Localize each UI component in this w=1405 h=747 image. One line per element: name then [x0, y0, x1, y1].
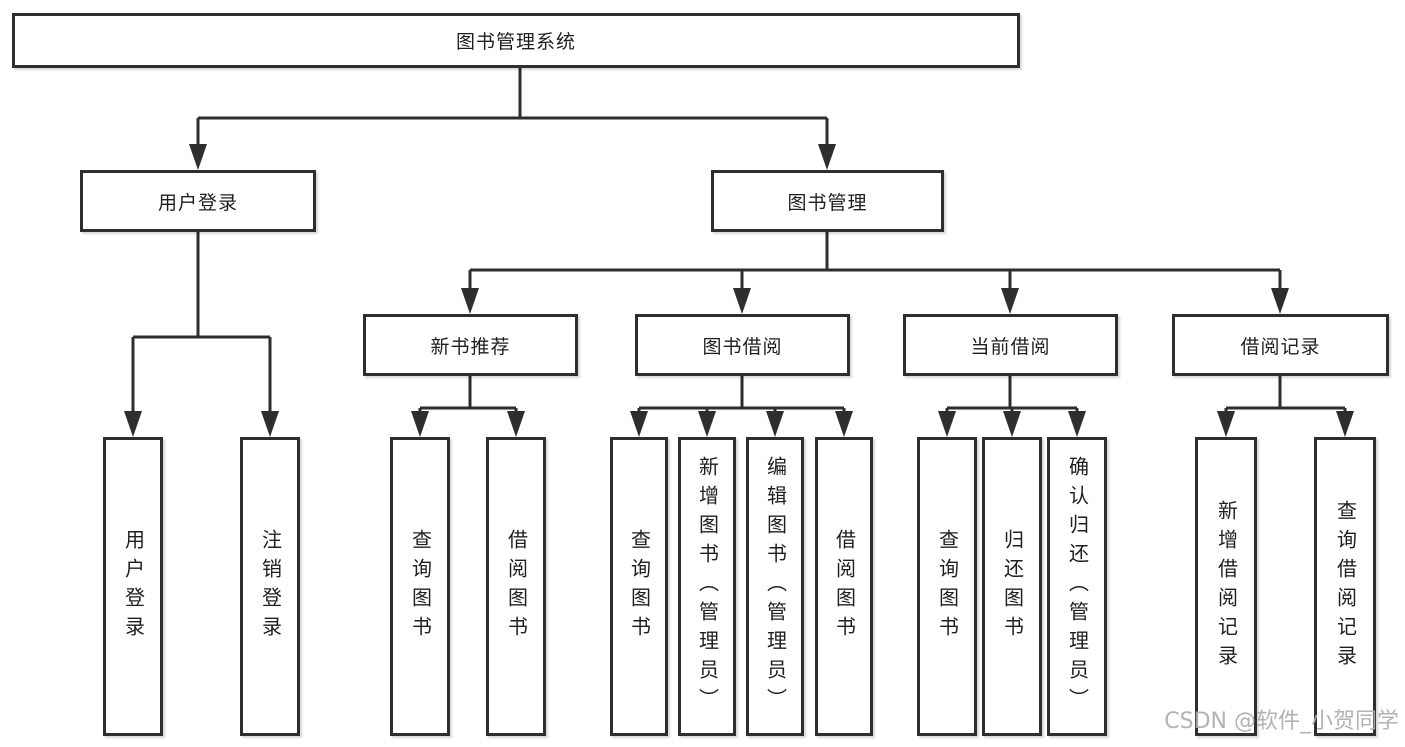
leaf-logout-label: 注销登录 — [258, 528, 283, 645]
leaf-user-login: 用户登录 — [103, 437, 163, 736]
node-book-management-label: 图书管理 — [787, 191, 868, 214]
node-borrow-records-label: 借阅记录 — [1240, 335, 1321, 358]
leaf-borrow-query-book: 查询图书 — [610, 437, 668, 736]
node-book-borrow: 图书借阅 — [635, 314, 850, 376]
leaf-borrow-borrow-book: 借阅图书 — [815, 437, 873, 736]
leaf-recommend-borrow-book-label: 借阅图书 — [504, 528, 529, 645]
leaf-return-book-label: 归还图书 — [1000, 528, 1025, 645]
node-current-borrow: 当前借阅 — [903, 314, 1118, 376]
leaf-query-borrow-record-label: 查询借阅记录 — [1333, 499, 1358, 674]
node-current-borrow-label: 当前借阅 — [970, 335, 1051, 358]
leaf-add-book-admin: 新增图书（管理员） — [678, 437, 736, 736]
node-borrow-records: 借阅记录 — [1172, 314, 1389, 376]
node-user-login: 用户登录 — [80, 170, 316, 232]
leaf-add-book-admin-label: 新增图书（管理员） — [695, 456, 720, 717]
leaf-add-borrow-record: 新增借阅记录 — [1195, 437, 1257, 736]
node-book-management: 图书管理 — [711, 170, 944, 232]
node-new-book-recommend: 新书推荐 — [363, 314, 578, 376]
node-user-login-label: 用户登录 — [157, 191, 238, 214]
leaf-return-book: 归还图书 — [982, 437, 1042, 736]
leaf-borrow-borrow-book-label: 借阅图书 — [832, 528, 857, 645]
leaf-confirm-return-admin: 确认归还（管理员） — [1047, 437, 1107, 736]
node-new-book-recommend-label: 新书推荐 — [430, 335, 511, 358]
leaf-recommend-borrow-book: 借阅图书 — [486, 437, 546, 736]
leaf-edit-book-admin: 编辑图书（管理员） — [746, 437, 804, 736]
node-book-borrow-label: 图书借阅 — [702, 335, 783, 358]
leaf-user-login-label: 用户登录 — [121, 528, 146, 645]
node-root: 图书管理系统 — [12, 13, 1020, 68]
node-root-label: 图书管理系统 — [455, 31, 576, 53]
leaf-confirm-return-admin-label: 确认归还（管理员） — [1065, 456, 1090, 717]
leaf-logout: 注销登录 — [240, 437, 300, 736]
leaf-query-borrow-record: 查询借阅记录 — [1314, 437, 1376, 736]
leaf-edit-book-admin-label: 编辑图书（管理员） — [763, 456, 788, 717]
leaf-recommend-query-book: 查询图书 — [390, 437, 450, 736]
leaf-add-borrow-record-label: 新增借阅记录 — [1214, 499, 1239, 674]
leaf-current-query-book: 查询图书 — [917, 437, 977, 736]
csdn-watermark: CSDN @软件_小贺同学 — [1164, 709, 1399, 734]
leaf-borrow-query-book-label: 查询图书 — [627, 528, 652, 645]
leaf-current-query-book-label: 查询图书 — [935, 528, 960, 645]
leaf-recommend-query-book-label: 查询图书 — [408, 528, 433, 645]
arrowheads — [124, 144, 1354, 437]
